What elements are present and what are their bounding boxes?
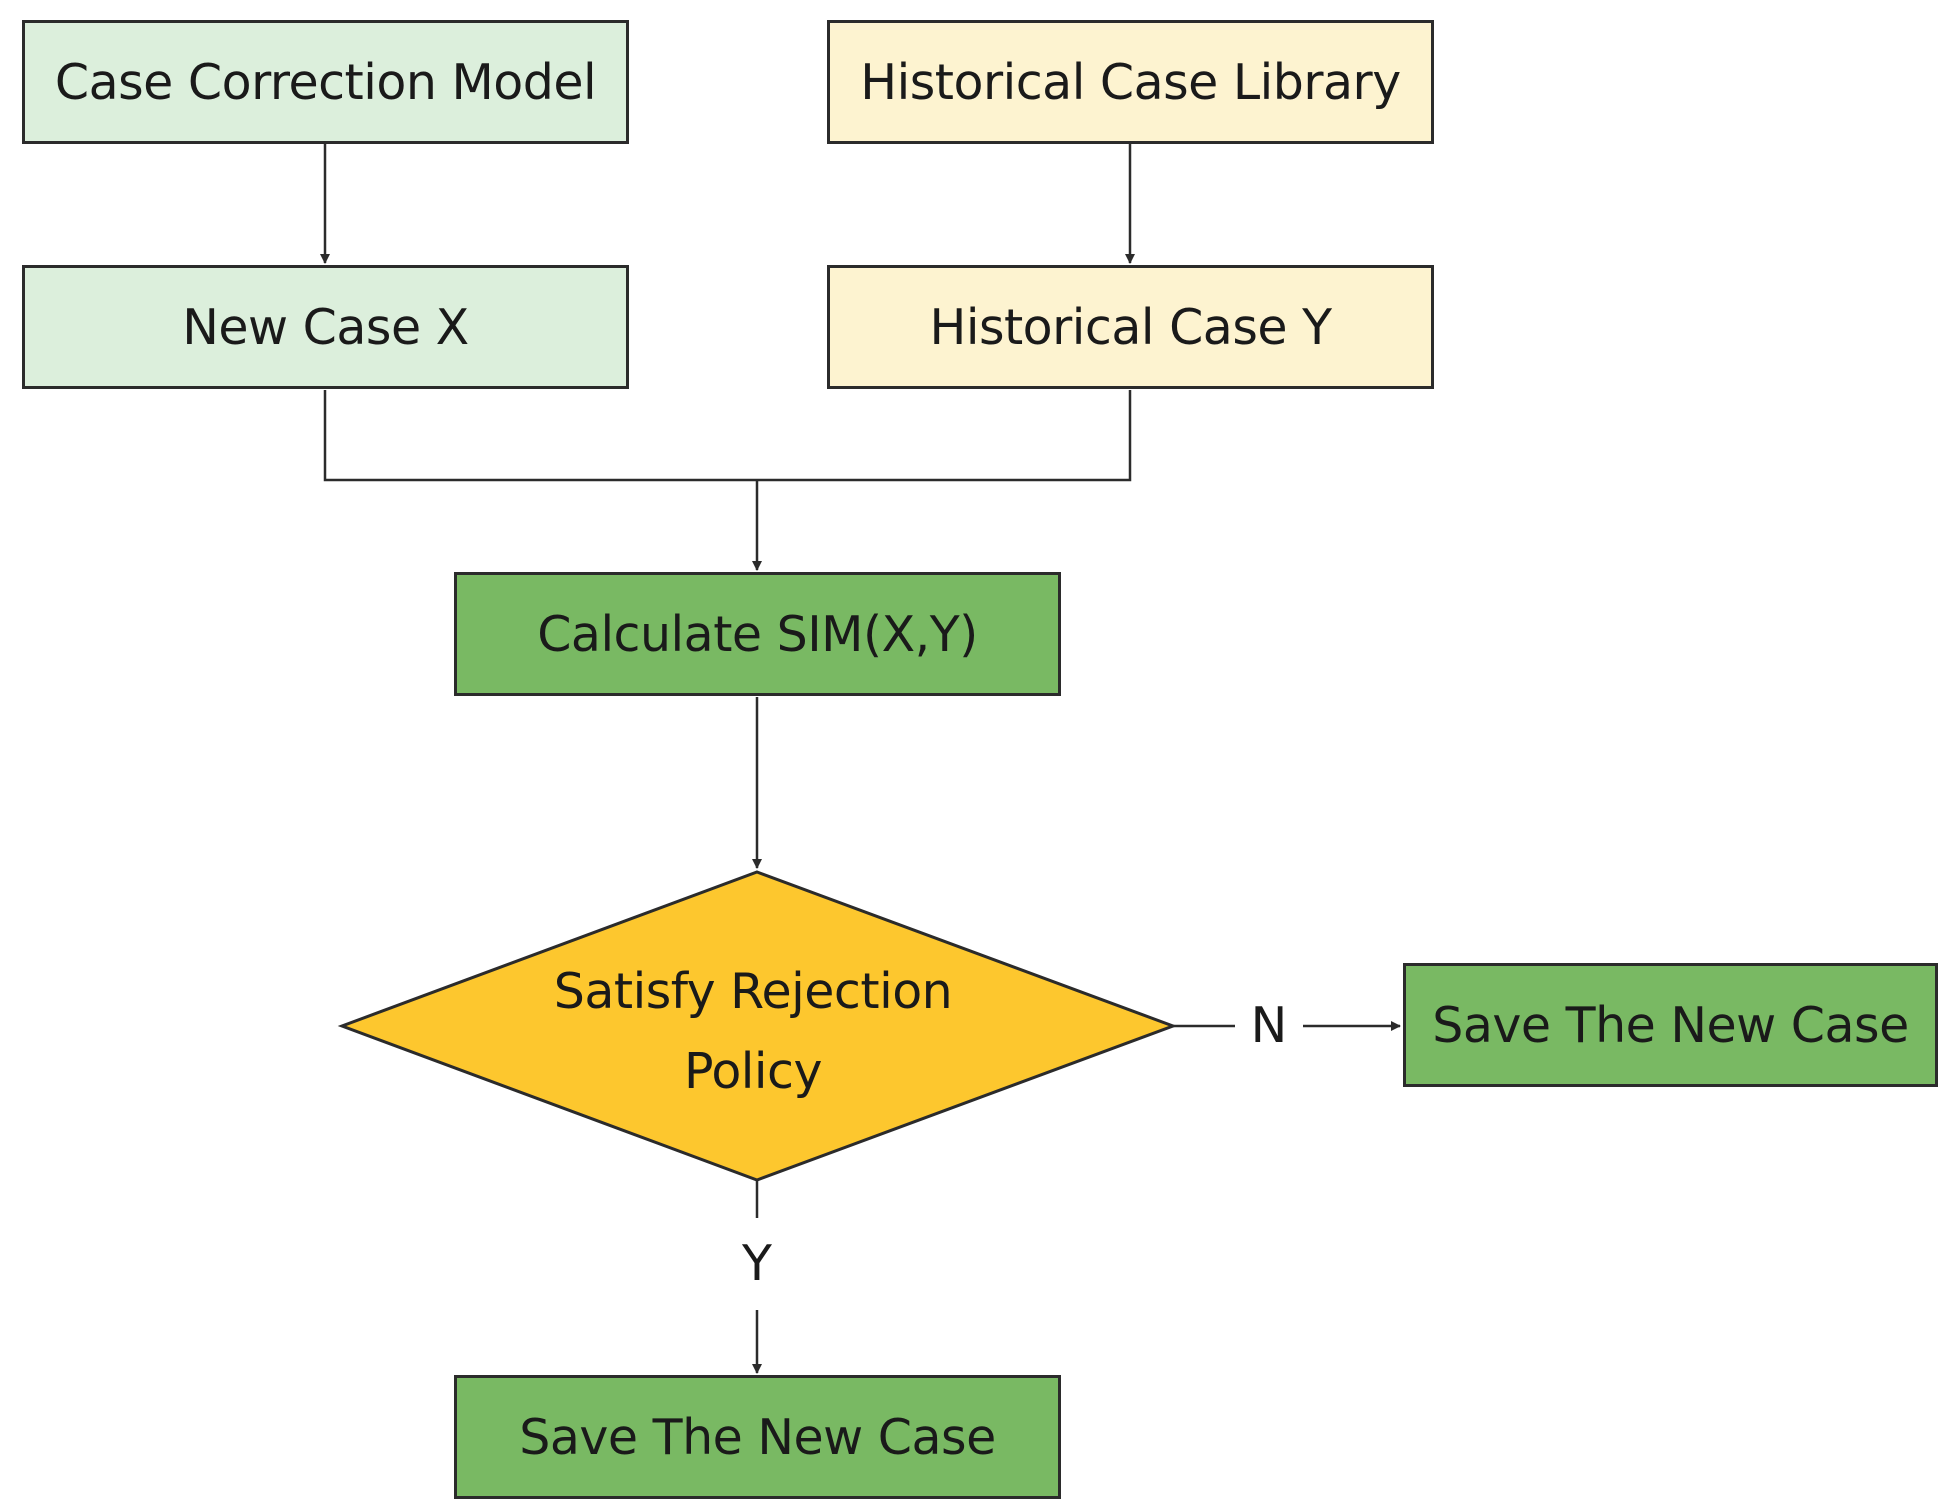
save-new-case-bottom-label: Save The New Case — [519, 1408, 996, 1466]
save-new-case-right-box: Save The New Case — [1403, 963, 1938, 1087]
save-new-case-bottom-box: Save The New Case — [454, 1375, 1061, 1499]
case-correction-model-label: Case Correction Model — [54, 53, 597, 111]
decision-label-line2: Policy — [684, 1043, 822, 1100]
new-case-x-label: New Case X — [182, 298, 469, 356]
new-case-x-box: New Case X — [22, 265, 629, 389]
yes-edge-label: Y — [742, 1235, 772, 1292]
historical-case-y-label: Historical Case Y — [929, 298, 1332, 356]
calculate-sim-box: Calculate SIM(X,Y) — [454, 572, 1061, 696]
no-edge-label: N — [1250, 997, 1288, 1054]
decision-label-line1: Satisfy Rejection — [553, 963, 953, 1020]
historical-case-y-box: Historical Case Y — [827, 265, 1434, 389]
historical-case-library-box: Historical Case Library — [827, 20, 1434, 144]
save-new-case-right-label: Save The New Case — [1432, 996, 1909, 1054]
historical-case-library-label: Historical Case Library — [860, 53, 1401, 111]
case-correction-model-box: Case Correction Model — [22, 20, 629, 144]
calculate-sim-label: Calculate SIM(X,Y) — [537, 605, 978, 663]
decision-label: Satisfy Rejection Policy — [343, 942, 1163, 1122]
merge-connector — [323, 390, 1132, 482]
